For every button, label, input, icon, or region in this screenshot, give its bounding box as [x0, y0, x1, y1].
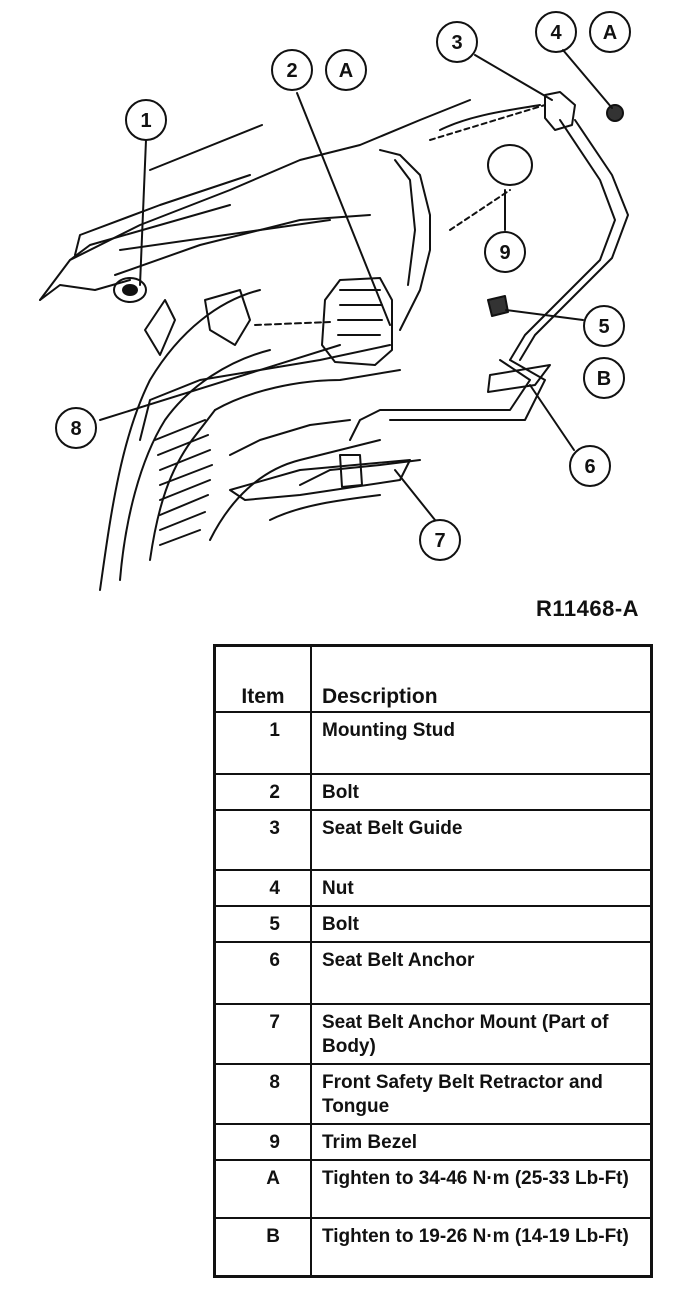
- legend-item: 3: [213, 809, 312, 871]
- callout-a-2: A: [603, 22, 617, 44]
- legend-item: 9: [213, 1123, 312, 1161]
- legend-row: 7 Seat Belt Anchor Mount (Part of Body): [213, 1003, 653, 1065]
- legend-description: Seat Belt Guide: [310, 809, 653, 871]
- legend-item: 7: [213, 1003, 312, 1065]
- legend-description: Seat Belt Anchor Mount (Part of Body): [310, 1003, 653, 1065]
- callout-circles: [55, 11, 631, 561]
- callout-6: 6: [584, 456, 595, 478]
- legend-description: Nut: [310, 869, 653, 907]
- legend-description: Tighten to 34-46 N·m (25-33 Lb-Ft): [310, 1159, 653, 1219]
- legend-row: 2 Bolt: [213, 773, 653, 811]
- figure-id: R11468-A: [536, 596, 640, 621]
- legend-row: 4 Nut: [213, 869, 653, 907]
- legend-description: Seat Belt Anchor: [310, 941, 653, 1005]
- callout-a-1: A: [339, 60, 353, 82]
- callout-2: 2: [286, 60, 297, 82]
- callout-4: 4: [550, 22, 562, 44]
- callout-7: 7: [434, 530, 445, 552]
- legend-row: 5 Bolt: [213, 905, 653, 943]
- legend-header-row: Item Description: [213, 644, 653, 713]
- legend-row: 1 Mounting Stud: [213, 711, 653, 775]
- legend-row: B Tighten to 19-26 N·m (14-19 Lb-Ft): [213, 1217, 653, 1277]
- seat-belt-diagram: 1 2 A 3 4 A 5 B 6 7 8 9: [39, 11, 631, 591]
- legend-item: B: [213, 1217, 312, 1277]
- legend-description: Front Safety Belt Retractor and Tongue: [310, 1063, 653, 1125]
- callout-3: 3: [451, 32, 462, 54]
- body-panel-drawing: [39, 91, 629, 591]
- callout-5: 5: [598, 316, 609, 338]
- legend-description: Trim Bezel: [310, 1123, 653, 1161]
- legend-row: 9 Trim Bezel: [213, 1123, 653, 1161]
- legend-description: Mounting Stud: [310, 711, 653, 775]
- legend-header-description: Description: [310, 644, 653, 713]
- legend-item: 8: [213, 1063, 312, 1125]
- leader-lines: [99, 49, 613, 521]
- callout-1: 1: [140, 110, 151, 132]
- legend-description: Bolt: [310, 773, 653, 811]
- legend-table: Item Description 1 Mounting Stud 2 Bolt …: [213, 644, 653, 1278]
- legend-item: A: [213, 1159, 312, 1219]
- callout-9: 9: [499, 242, 510, 264]
- legend-description: Bolt: [310, 905, 653, 943]
- legend-item: 4: [213, 869, 312, 907]
- legend-item: 5: [213, 905, 312, 943]
- legend-header-item: Item: [213, 644, 312, 713]
- callout-8: 8: [70, 418, 81, 440]
- legend-row: 6 Seat Belt Anchor: [213, 941, 653, 1005]
- legend-row: 3 Seat Belt Guide: [213, 809, 653, 871]
- legend-item: 2: [213, 773, 312, 811]
- legend-description: Tighten to 19-26 N·m (14-19 Lb-Ft): [310, 1217, 653, 1277]
- legend-row: 8 Front Safety Belt Retractor and Tongue: [213, 1063, 653, 1125]
- legend-row: A Tighten to 34-46 N·m (25-33 Lb-Ft): [213, 1159, 653, 1219]
- callout-b: B: [597, 368, 611, 390]
- legend-item: 6: [213, 941, 312, 1005]
- legend-item: 1: [213, 711, 312, 775]
